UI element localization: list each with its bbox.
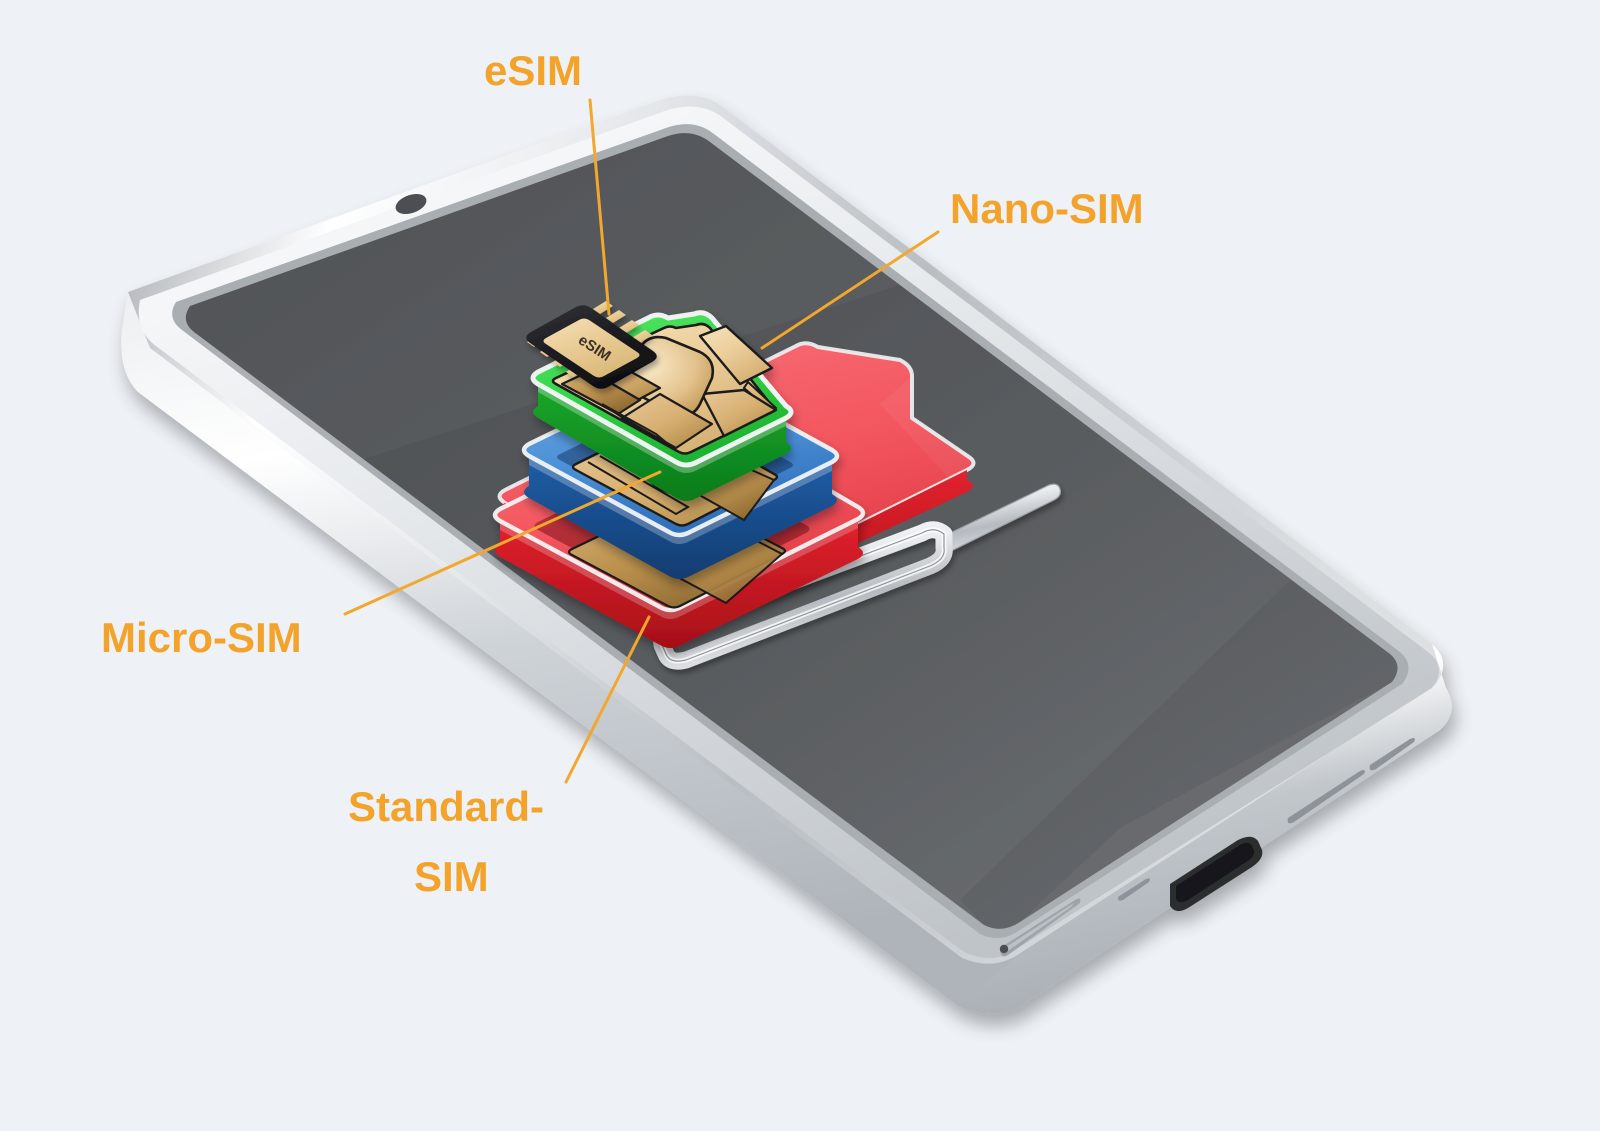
label-standard-sim-line2: SIM xyxy=(414,853,489,900)
label-standard-sim-line1: Standard- xyxy=(348,783,544,830)
sim-pinhole xyxy=(999,944,1009,954)
leader-line-nano-sim xyxy=(760,230,940,350)
label-nano-sim: Nano-SIM xyxy=(950,185,1144,232)
usb-c-port[interactable] xyxy=(1170,836,1263,912)
phone-left-edge xyxy=(121,292,1031,1014)
speaker-grille xyxy=(1287,738,1415,824)
leader-line-esim xyxy=(588,98,611,316)
esim-chip: eSIM xyxy=(526,301,657,389)
microphone-hole xyxy=(1117,878,1150,901)
label-esim: eSIM xyxy=(484,47,582,94)
leader-line-micro-sim xyxy=(343,470,662,616)
sim-ejector-pin[interactable] xyxy=(653,483,1061,670)
esim-chip-die xyxy=(543,318,640,378)
phone-bottom-edge xyxy=(958,644,1452,1014)
front-camera-icon xyxy=(395,194,427,214)
label-micro-sim: Micro-SIM xyxy=(101,614,302,661)
sim-tray-slot[interactable] xyxy=(999,898,1081,957)
leader-line-standard-sim xyxy=(564,615,651,784)
leader-lines xyxy=(343,98,940,784)
